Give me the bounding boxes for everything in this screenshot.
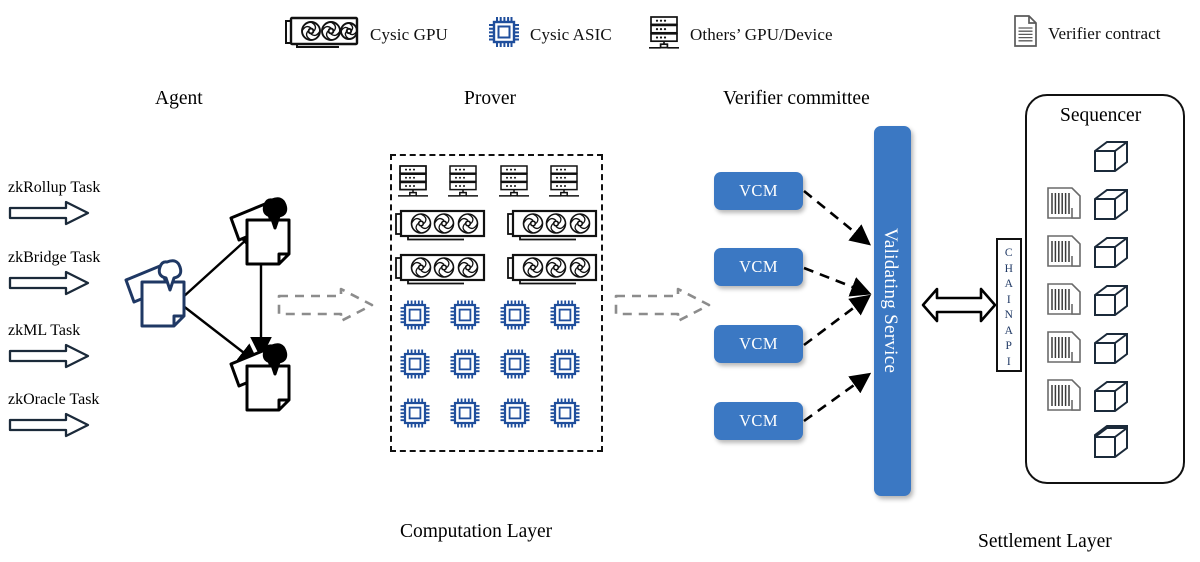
agent-node-bottom	[225, 338, 307, 425]
server-rack-icon	[647, 14, 681, 55]
task-label-zkml: zkML Task	[8, 322, 81, 339]
section-title-prover: Prover	[464, 88, 516, 109]
task-arrow-zkbridge	[8, 270, 90, 301]
prover-row-gpus-2	[394, 250, 600, 293]
layer-title-settlement: Settlement Layer	[978, 531, 1112, 552]
task-arrow-zkoracle	[8, 412, 90, 443]
task-arrow-zkml	[8, 343, 90, 374]
section-title-verifier-committee: Verifier committee	[723, 88, 870, 109]
agent-node-top	[225, 192, 307, 279]
legend-item-cysic-asic: Cysic ASIC	[487, 15, 612, 54]
vcm-label: VCM	[739, 181, 778, 200]
asic-chip-icon	[487, 15, 521, 54]
chainapi-letter: C	[1004, 247, 1014, 259]
sequencer-block-list	[1092, 140, 1136, 475]
legend-label-verifier-contract: Verifier contract	[1048, 23, 1161, 43]
chainapi-letter: I	[1006, 355, 1012, 368]
prover-rows-asics	[398, 298, 598, 451]
task-arrow-zkrollup	[8, 200, 90, 231]
prover-resource-pool	[390, 154, 603, 452]
sequencer-contract-list	[1046, 186, 1086, 451]
chainapi-letter: N	[1004, 309, 1014, 321]
sequencer-title: Sequencer	[1060, 105, 1142, 126]
agent-to-prover-arrow	[276, 286, 376, 329]
task-label-zkoracle: zkOracle Task	[8, 391, 100, 408]
task-label-zkbridge: zkBridge Task	[8, 249, 101, 266]
legend-item-others-gpu-device: Others’ GPU/Device	[647, 14, 833, 55]
prover-row-gpus-1	[394, 206, 600, 249]
layer-title-computation: Computation Layer	[400, 521, 553, 542]
legend-label-cysic-asic: Cysic ASIC	[530, 24, 612, 44]
vcm-box-1[interactable]: VCM	[714, 172, 803, 210]
chainapi-letter: H	[1004, 262, 1014, 275]
validating-service-label: Validating Service	[880, 228, 901, 374]
task-label-zkrollup: zkRollup Task	[8, 179, 101, 196]
validating-service-chainapi-arrow	[921, 284, 997, 331]
vcm-to-validating-service-arrows	[802, 165, 882, 455]
vcm-box-4[interactable]: VCM	[714, 402, 803, 440]
validating-service-bar[interactable]	[874, 126, 911, 496]
vcm-box-2[interactable]: VCM	[714, 248, 803, 286]
gpu-icon	[283, 15, 361, 54]
prover-row-servers	[396, 164, 598, 209]
legend-label-others-gpu-device: Others’ GPU/Device	[690, 24, 833, 44]
prover-to-verifier-arrow	[613, 286, 713, 329]
vcm-label: VCM	[739, 334, 778, 353]
vcm-box-3[interactable]: VCM	[714, 325, 803, 363]
legend-label-cysic-gpu: Cysic GPU	[370, 24, 448, 44]
chainapi-letter: A	[1004, 324, 1014, 337]
chainapi-letter: P	[1005, 340, 1013, 352]
sequencer-block-last	[1092, 426, 1136, 469]
vcm-label: VCM	[739, 411, 778, 430]
legend-item-verifier-contract: Verifier contract	[1012, 14, 1161, 53]
chainapi-letter: A	[1004, 278, 1014, 290]
section-title-agent: Agent	[155, 88, 203, 109]
agent-node-primary	[120, 254, 202, 341]
vcm-label: VCM	[739, 257, 778, 276]
chainapi-connector	[996, 238, 1022, 372]
chainapi-label: C H A I N A P I	[996, 246, 1022, 370]
chainapi-letter: I	[1006, 293, 1012, 306]
document-icon	[1012, 14, 1039, 53]
legend-item-cysic-gpu: Cysic GPU	[283, 15, 448, 54]
